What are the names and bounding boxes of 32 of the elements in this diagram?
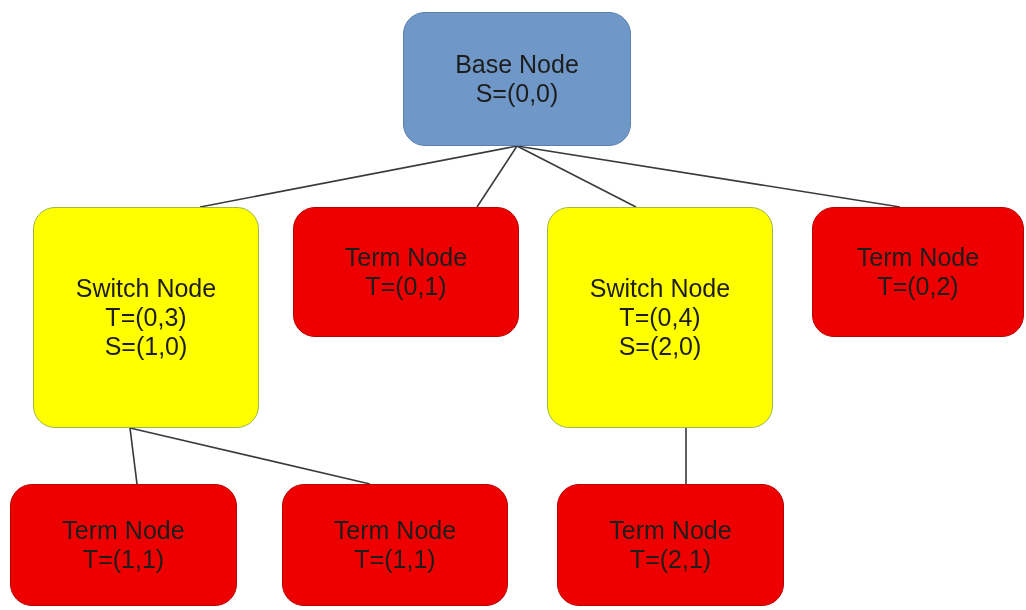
node-text: Term Node bbox=[344, 243, 468, 272]
node-text: Term Node bbox=[333, 516, 457, 545]
term-node-box bbox=[10, 484, 237, 606]
node-text: Base Node bbox=[455, 50, 579, 79]
connector-line bbox=[129, 427, 371, 485]
node-text: Term Node bbox=[62, 516, 185, 545]
base-node-box bbox=[403, 12, 631, 146]
node-text: S=(1,0) bbox=[104, 332, 188, 361]
node-text: T=(0,3) bbox=[105, 303, 187, 332]
term-node-box bbox=[282, 484, 508, 606]
node-text: T=(0,4) bbox=[619, 303, 701, 332]
node-text: Term Node bbox=[856, 243, 980, 272]
node-text: T=(1,1) bbox=[82, 545, 165, 574]
term-node-box bbox=[557, 484, 784, 606]
term-node-box bbox=[293, 207, 519, 337]
connector-line bbox=[129, 427, 138, 485]
node-text: S=(0,0) bbox=[475, 79, 559, 108]
connector-line bbox=[199, 145, 518, 208]
node-text: T=(1,1) bbox=[354, 545, 436, 574]
node-text: T=(2,1) bbox=[629, 545, 712, 574]
node-text: T=(0,1) bbox=[365, 272, 447, 301]
node-text: Switch Node bbox=[589, 274, 731, 303]
connector-line bbox=[476, 145, 518, 208]
connector-line bbox=[516, 145, 637, 208]
node-text: S=(2,0) bbox=[618, 332, 702, 361]
node-text: Switch Node bbox=[75, 274, 217, 303]
switch-node-box bbox=[547, 207, 773, 428]
node-text: T=(0,2) bbox=[877, 272, 959, 301]
node-text: Term Node bbox=[609, 516, 732, 545]
term-node-box bbox=[812, 207, 1024, 337]
switch-node-box bbox=[33, 207, 259, 428]
connector-line bbox=[685, 427, 687, 485]
